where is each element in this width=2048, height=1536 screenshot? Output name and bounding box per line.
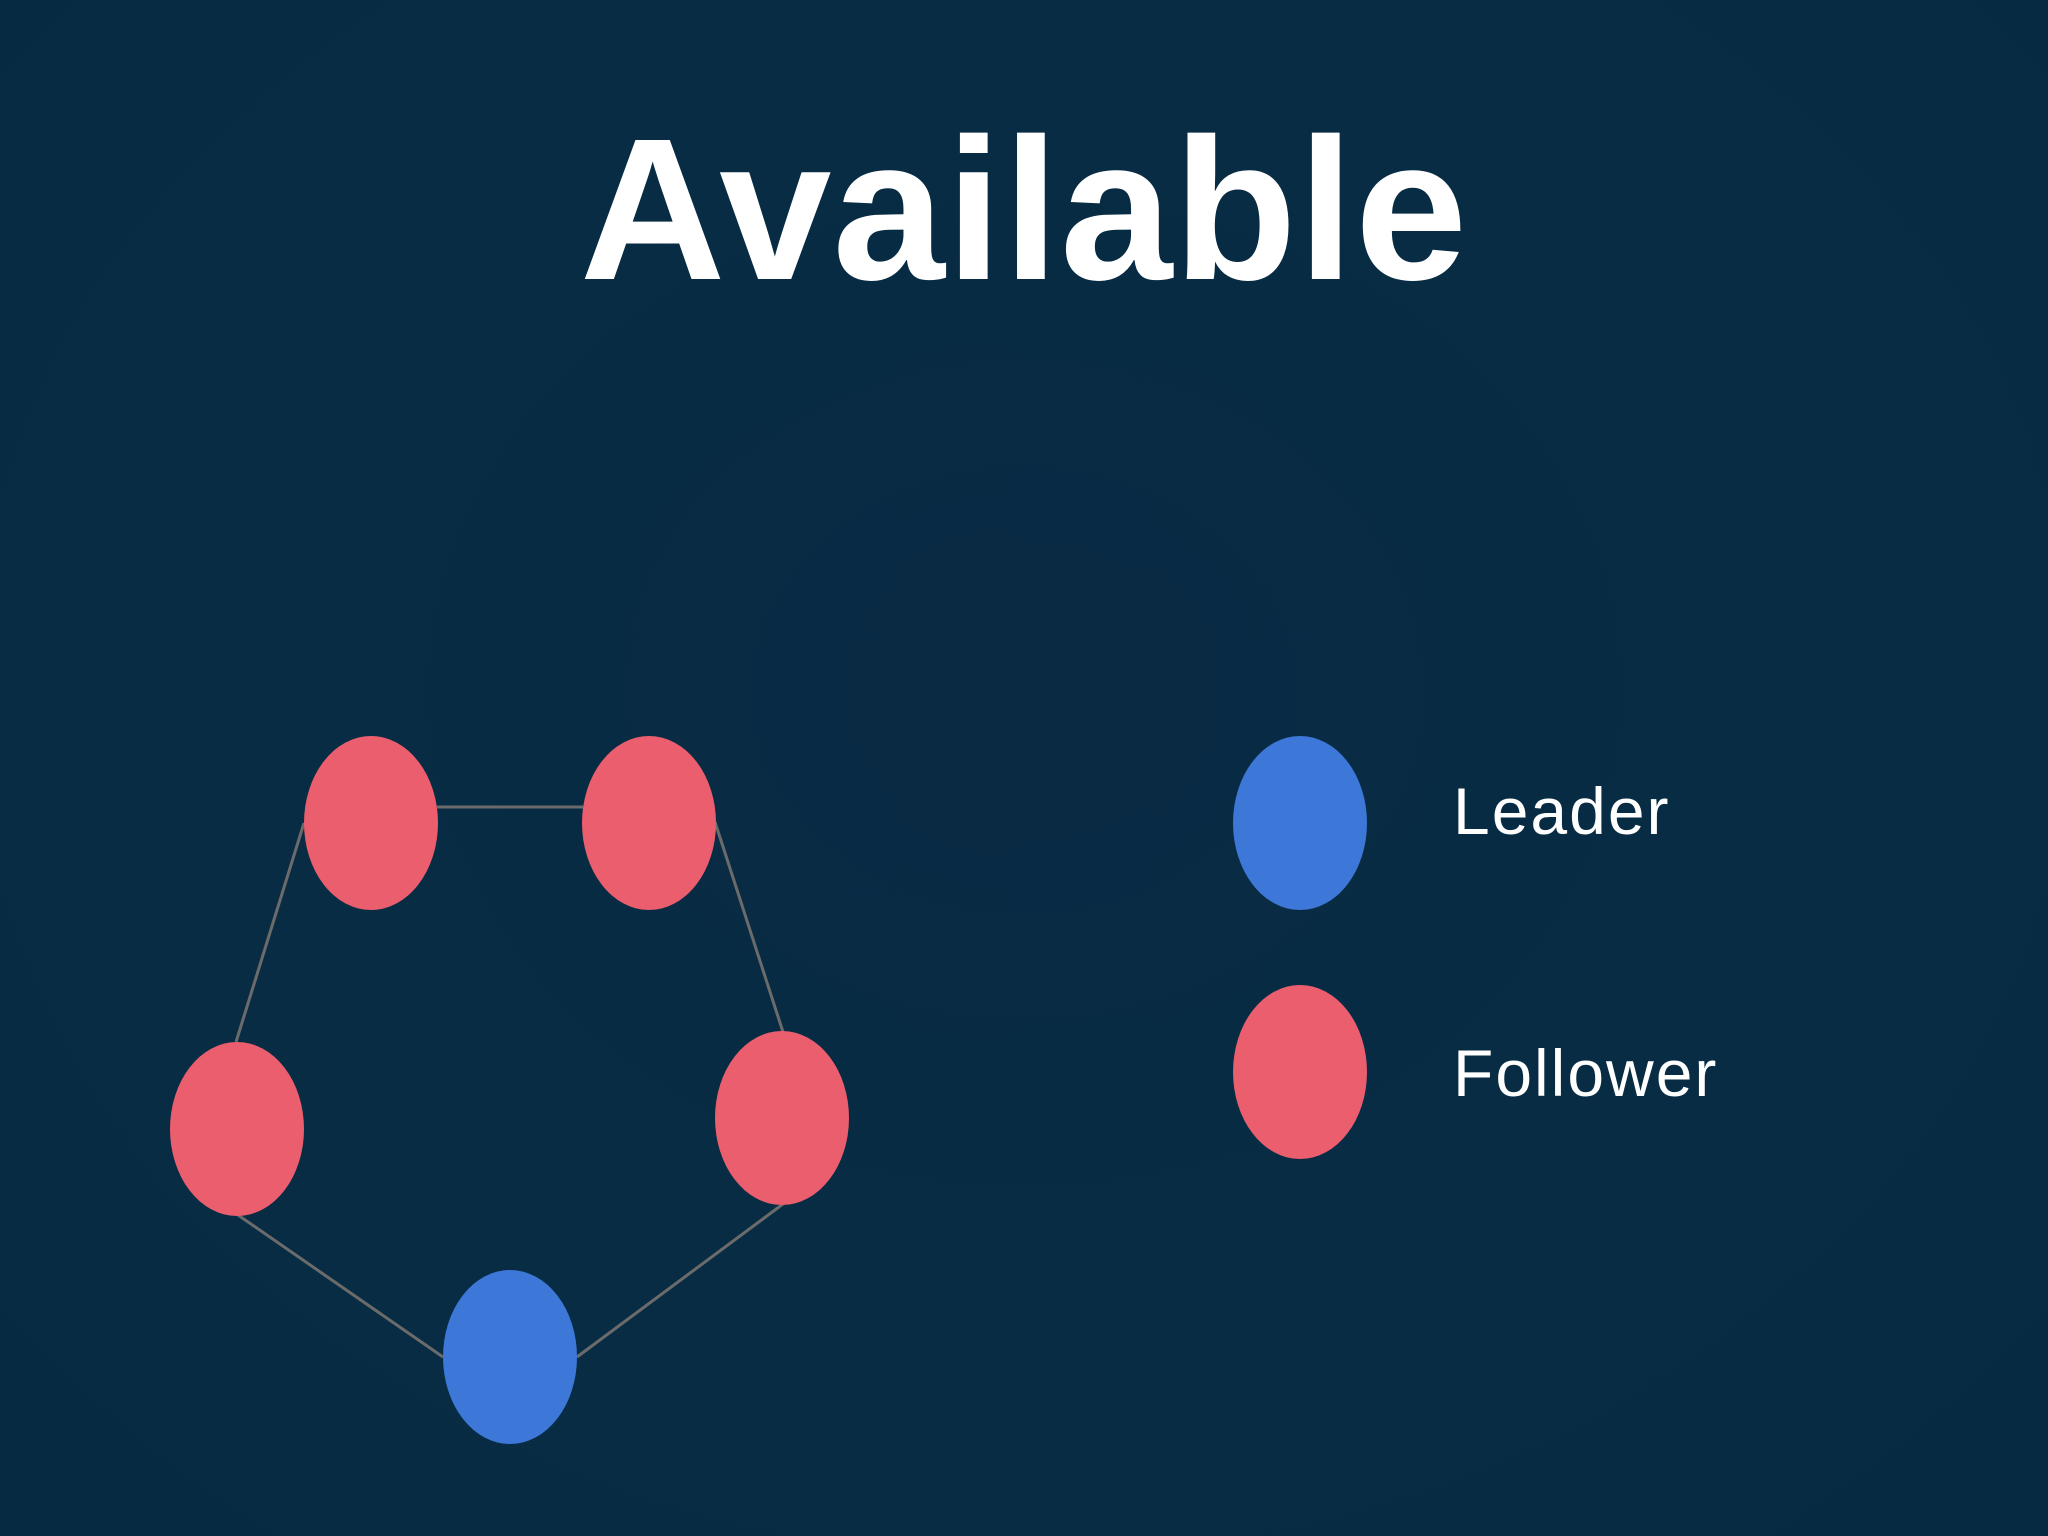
legend-label-leader: Leader <box>1453 774 1671 848</box>
edge-bottom-left <box>237 1213 444 1359</box>
legend-label-follower: Follower <box>1453 1036 1719 1110</box>
diagram-nodes <box>170 736 849 1444</box>
node-top-right-follower <box>582 736 716 910</box>
slide-title: Available <box>579 96 1469 322</box>
node-bottom-leader <box>443 1270 577 1444</box>
node-top-left-follower <box>304 736 438 910</box>
edge-right-bottom <box>576 1202 784 1359</box>
legend-swatch-leader <box>1233 736 1367 910</box>
edge-top-right-right <box>713 821 785 1033</box>
node-left-follower <box>170 1042 304 1216</box>
legend-swatches <box>1233 736 1367 1159</box>
node-right-follower <box>715 1031 849 1205</box>
diagram-edges <box>234 805 785 1359</box>
edge-left-top-left <box>234 822 306 1043</box>
legend-swatch-follower <box>1233 985 1367 1159</box>
